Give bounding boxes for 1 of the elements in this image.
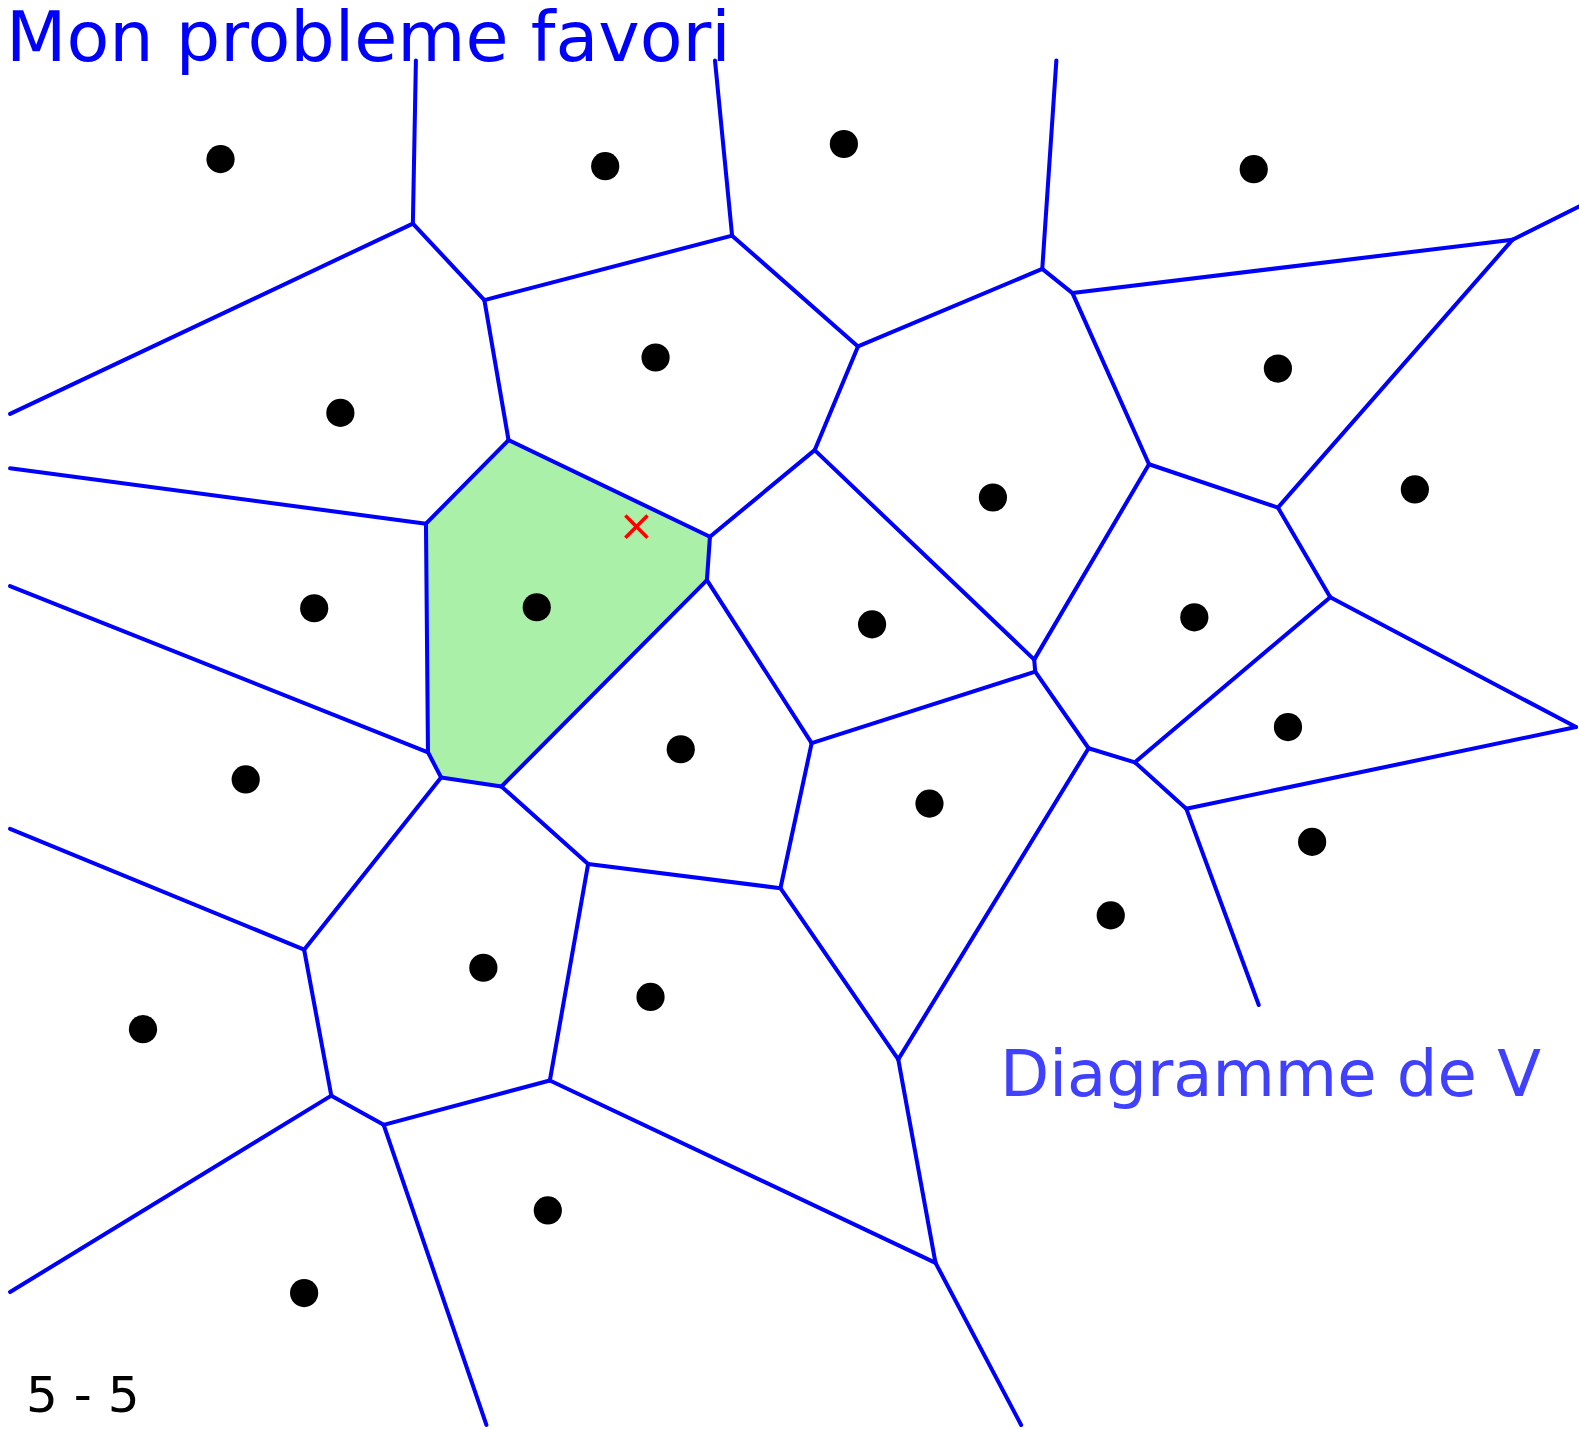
page-number: 5 - 5 [26, 1370, 140, 1420]
